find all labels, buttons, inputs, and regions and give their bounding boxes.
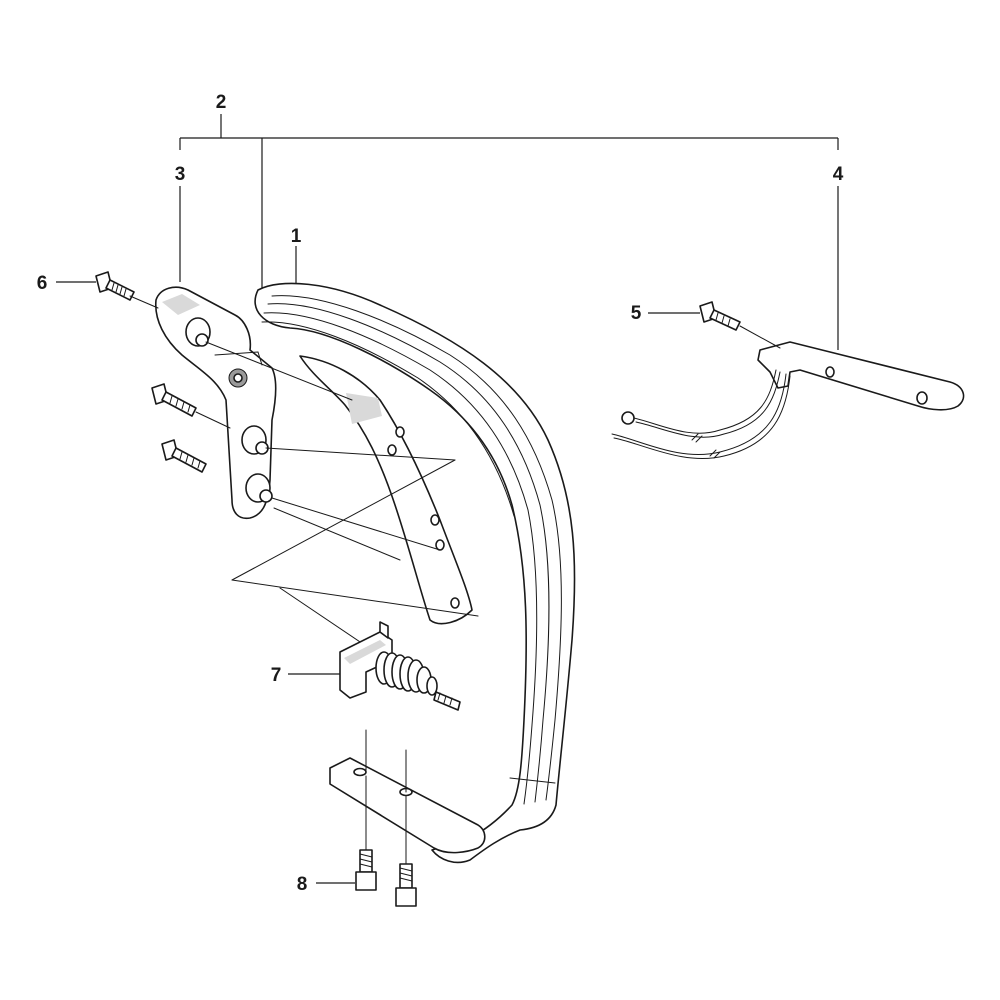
coil-spring-icon (375, 651, 438, 696)
screw-icon (395, 863, 417, 907)
front-handle-bar (254, 282, 576, 864)
callout-4: 4 (833, 164, 844, 185)
contact-plate-with-wires (611, 341, 965, 460)
handle-bracket (155, 286, 277, 520)
screw-icon (699, 301, 741, 331)
screw-icon (151, 383, 197, 417)
callout-7: 7 (271, 665, 282, 686)
screw-icon (355, 849, 377, 891)
screw-icon (161, 439, 207, 473)
callout-1: 1 (291, 226, 302, 247)
spring-damper (339, 621, 461, 711)
screw-6-group (95, 271, 207, 473)
screw-8-group (355, 849, 417, 907)
callout-6: 6 (37, 273, 48, 294)
screw-5 (699, 301, 781, 349)
screw-icon (95, 271, 135, 301)
callout-5: 5 (631, 303, 642, 324)
leader-lines (56, 186, 839, 884)
group-bracket-2 (179, 114, 839, 292)
callout-2: 2 (216, 92, 227, 113)
callout-labels: 1 2 3 4 5 6 7 8 (37, 92, 844, 895)
callout-3: 3 (175, 164, 186, 185)
assembly-guide-lines (129, 295, 479, 867)
callout-8: 8 (297, 874, 308, 895)
